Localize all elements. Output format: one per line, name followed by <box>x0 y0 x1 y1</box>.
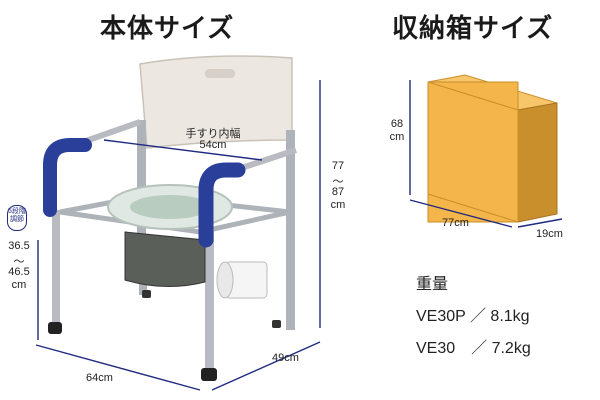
chair-width-value: 64cm <box>86 372 113 384</box>
bucket-basket <box>124 231 206 287</box>
weight-heading: 重量 <box>416 276 449 293</box>
backrest-handle <box>205 69 235 78</box>
box-height-unit: cm <box>389 131 405 143</box>
storage-box-side <box>517 102 558 223</box>
armrest-inner-width-value: 54cm <box>199 139 227 151</box>
armrest-inner-width-label: 手すり内幅 <box>185 128 241 140</box>
right-armrest <box>198 162 246 248</box>
overall-height-unit: cm <box>330 199 346 211</box>
seat-height-high: 46.5 <box>8 266 30 278</box>
front-left-leg <box>52 210 60 325</box>
five-step-adjust-badge: 5段階調節 <box>7 205 27 231</box>
body-size-title: 本体サイズ <box>100 13 235 43</box>
seat-height-low: 36.5 <box>8 240 30 252</box>
front-right-leg <box>205 230 214 370</box>
chair-depth-value: 49cm <box>272 352 299 364</box>
box-height-value: 68 <box>390 118 404 130</box>
overall-height-sep: ～ <box>332 176 344 188</box>
box-depth-value: 19cm <box>536 228 563 240</box>
weight-ve30p: VE30P ／ 8.1kg <box>416 308 530 325</box>
overall-height-top: 77 <box>331 160 345 172</box>
seat-height-sep: ～ <box>13 256 25 268</box>
seat-height-unit: cm <box>11 279 27 291</box>
box-size-title: 収納箱サイズ <box>392 13 554 43</box>
overall-height-bottom: 87 <box>331 186 345 198</box>
weight-ve30: VE30 ／ 7.2kg <box>416 340 531 357</box>
box-width-value: 77cm <box>442 217 469 229</box>
left-armrest <box>43 138 92 217</box>
